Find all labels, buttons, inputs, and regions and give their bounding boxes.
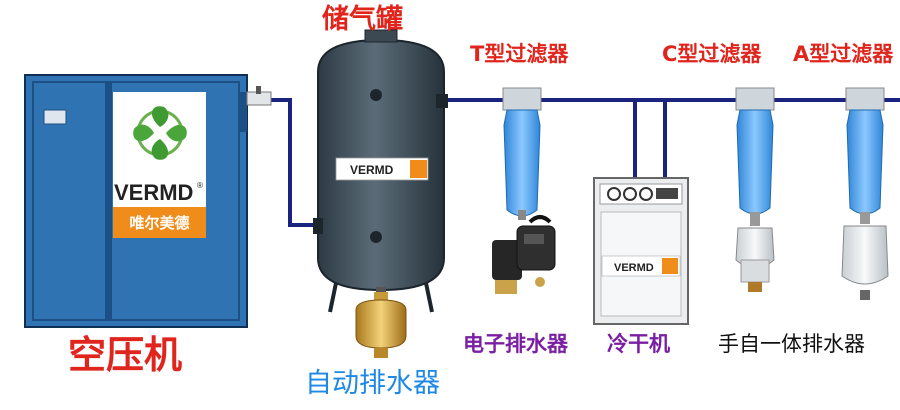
- tank-brand-wordmark: VERMD: [350, 163, 394, 177]
- brand-chinese-name: 唯尔美德: [129, 214, 189, 232]
- c-filter: [735, 87, 775, 292]
- auto-drain-valve: [355, 292, 407, 358]
- electronic-drain-label: 电子排水器: [463, 332, 568, 356]
- air-compressor: VERMD ® 唯尔美德: [24, 74, 272, 328]
- a-filter-label: A型过滤器: [793, 42, 894, 66]
- dryer-label: 冷干机: [607, 332, 670, 356]
- refrigerated-dryer: VERMD: [593, 177, 689, 325]
- electronic-drain: [492, 215, 556, 294]
- c-filter-label: C型过滤器: [662, 42, 762, 66]
- auto-drain-label: 自动排水器: [305, 368, 440, 399]
- compressor-label: 空压机: [68, 333, 183, 377]
- t-filter-label: T型过滤器: [470, 42, 569, 66]
- brand-wordmark: VERMD: [114, 180, 193, 205]
- manual-auto-drain-label: 手自一体排水器: [718, 332, 865, 356]
- registered-mark: ®: [197, 181, 203, 190]
- pinwheel-logo-icon: [133, 106, 187, 160]
- air-tank-label: 储气罐: [322, 4, 403, 35]
- a-filter: [841, 87, 889, 300]
- air-tank: VERMD: [313, 29, 448, 313]
- dryer-brand-wordmark: VERMD: [614, 262, 654, 274]
- t-filter: [502, 87, 542, 220]
